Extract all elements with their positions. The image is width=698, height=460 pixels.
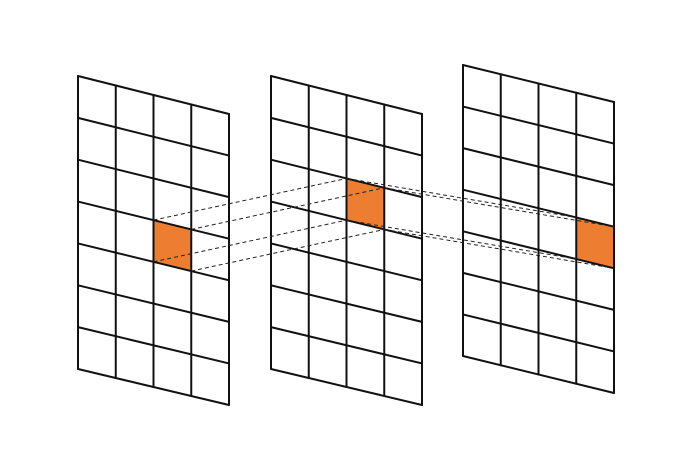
left-grid-hline-5 <box>77 284 230 323</box>
middle-grid-hline-4 <box>270 242 423 282</box>
middle-grid-hline-6 <box>270 326 423 365</box>
connector-left-grid-to-middle-grid-3 <box>153 219 347 263</box>
connector-middle-grid-to-right-grid-2 <box>384 228 615 269</box>
left-grid-hline-1 <box>77 116 230 157</box>
right-grid-hline-1 <box>462 105 615 145</box>
middle-grid-hline-7 <box>270 368 423 406</box>
left-grid-hline-0 <box>77 75 230 115</box>
right-grid-hline-2 <box>462 147 615 187</box>
middle-grid-hline-0 <box>270 75 423 115</box>
middle-grid <box>270 75 423 406</box>
grid-panels <box>77 64 615 406</box>
middle-grid-hline-1 <box>270 116 423 157</box>
right-grid-hline-5 <box>462 271 615 311</box>
left-grid-hline-6 <box>77 326 230 365</box>
connector-left-grid-to-middle-grid-2 <box>191 228 385 272</box>
left-grid-hline-7 <box>77 368 230 406</box>
right-grid-hline-4 <box>462 230 615 270</box>
right-grid-hline-6 <box>462 313 615 353</box>
right-grid <box>462 64 615 394</box>
connector-middle-grid-to-right-grid-3 <box>346 219 577 260</box>
connector-left-grid-to-middle-grid-1 <box>191 187 385 230</box>
right-grid-hline-0 <box>462 64 615 103</box>
connector-middle-grid-to-right-grid-0 <box>346 177 577 218</box>
middle-grid-hline-2 <box>270 158 423 199</box>
right-grid-hline-3 <box>462 188 615 228</box>
left-grid <box>77 75 230 406</box>
middle-grid-hline-5 <box>270 284 423 323</box>
left-grid-hline-2 <box>77 158 230 199</box>
connector-left-grid-to-middle-grid-0 <box>153 177 347 221</box>
dashed-connectors <box>153 177 615 272</box>
connector-middle-grid-to-right-grid-1 <box>384 187 615 228</box>
right-grid-hline-7 <box>462 355 615 394</box>
